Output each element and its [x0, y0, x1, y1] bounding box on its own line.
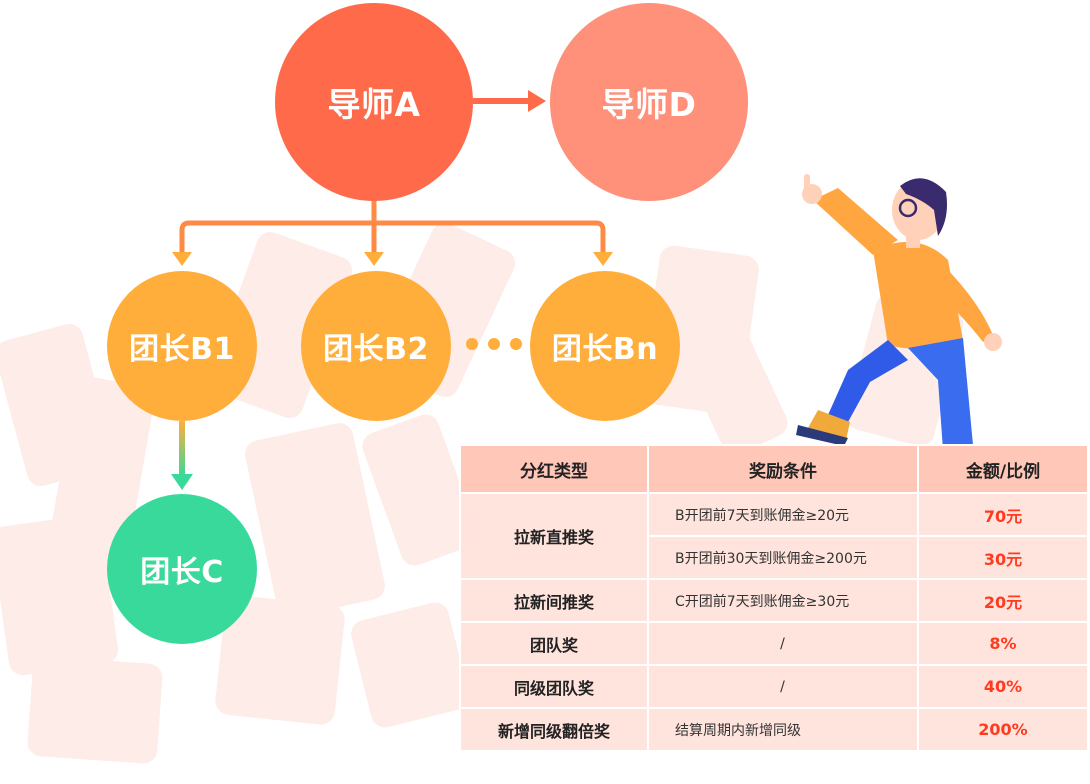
amount-cell: 70元 — [917, 492, 1089, 537]
header-dividend-type: 分红类型 — [459, 444, 649, 494]
mentor-d-node: 导师D — [550, 3, 748, 201]
condition-cell: B开团前7天到账佣金≥20元 — [647, 492, 919, 537]
amount-cell: 20元 — [917, 578, 1089, 623]
amount-cell: 8% — [917, 621, 1089, 666]
table-row: 拉新直推奖 B开团前7天到账佣金≥20元 70元 — [459, 492, 1089, 580]
branch-arrows-icon — [179, 200, 606, 252]
header-amount-ratio: 金额/比例 — [917, 444, 1089, 494]
reward-table: 分红类型 奖励条件 金额/比例 拉新直推奖 B开团前7天到账佣金≥20元 70元… — [459, 444, 1089, 752]
arrow-right-icon — [473, 90, 546, 112]
leader-c-label: 团长C — [140, 555, 224, 590]
header-reward-condition: 奖励条件 — [647, 444, 919, 494]
mentor-a-node: 导师A — [275, 3, 473, 201]
table-row: 新增同级翻倍奖 结算周期内新增同级 200% — [459, 707, 1089, 752]
leader-bn-label: 团长Bn — [551, 332, 659, 367]
table-header-row: 分红类型 奖励条件 金额/比例 — [459, 444, 1089, 494]
mentor-a-label: 导师A — [327, 85, 421, 124]
leader-b1-label: 团长B1 — [129, 332, 235, 367]
amount-cell: 40% — [917, 664, 1089, 709]
table-row: 团队奖 / 8% — [459, 621, 1089, 666]
pointing-person-illustration — [796, 174, 1002, 450]
dividend-type-cell: 拉新直推奖 — [459, 492, 649, 580]
ellipsis-dots-icon — [466, 338, 522, 350]
dividend-type-cell: 新增同级翻倍奖 — [459, 707, 649, 752]
leader-b2-node: 团长B2 — [301, 271, 451, 421]
leader-bn-node: 团长Bn — [530, 271, 680, 421]
table-row: B开团前30天到账佣金≥200元 30元 — [460, 535, 1089, 580]
table-row: 同级团队奖 / 40% — [459, 664, 1089, 709]
condition-cell: C开团前7天到账佣金≥30元 — [647, 578, 919, 623]
table-row: 拉新间推奖 C开团前7天到账佣金≥30元 20元 — [459, 578, 1089, 623]
leader-c-node: 团长C — [107, 494, 257, 644]
dividend-type-cell: 同级团队奖 — [459, 664, 649, 709]
mentor-d-label: 导师D — [601, 85, 697, 124]
leader-b2-label: 团长B2 — [323, 332, 429, 367]
condition-cell: B开团前30天到账佣金≥200元 — [647, 535, 919, 580]
amount-cell: 200% — [917, 707, 1089, 752]
amount-cell: 30元 — [917, 535, 1089, 580]
leader-b1-node: 团长B1 — [107, 271, 257, 421]
reward-table-container: 分红类型 奖励条件 金额/比例 拉新直推奖 B开团前7天到账佣金≥20元 70元… — [459, 444, 1089, 752]
condition-cell: / — [647, 664, 919, 709]
condition-cell: 结算周期内新增同级 — [647, 707, 919, 752]
dividend-type-cell: 拉新间推奖 — [459, 578, 649, 623]
condition-cell: / — [647, 621, 919, 666]
dividend-type-cell: 团队奖 — [459, 621, 649, 666]
